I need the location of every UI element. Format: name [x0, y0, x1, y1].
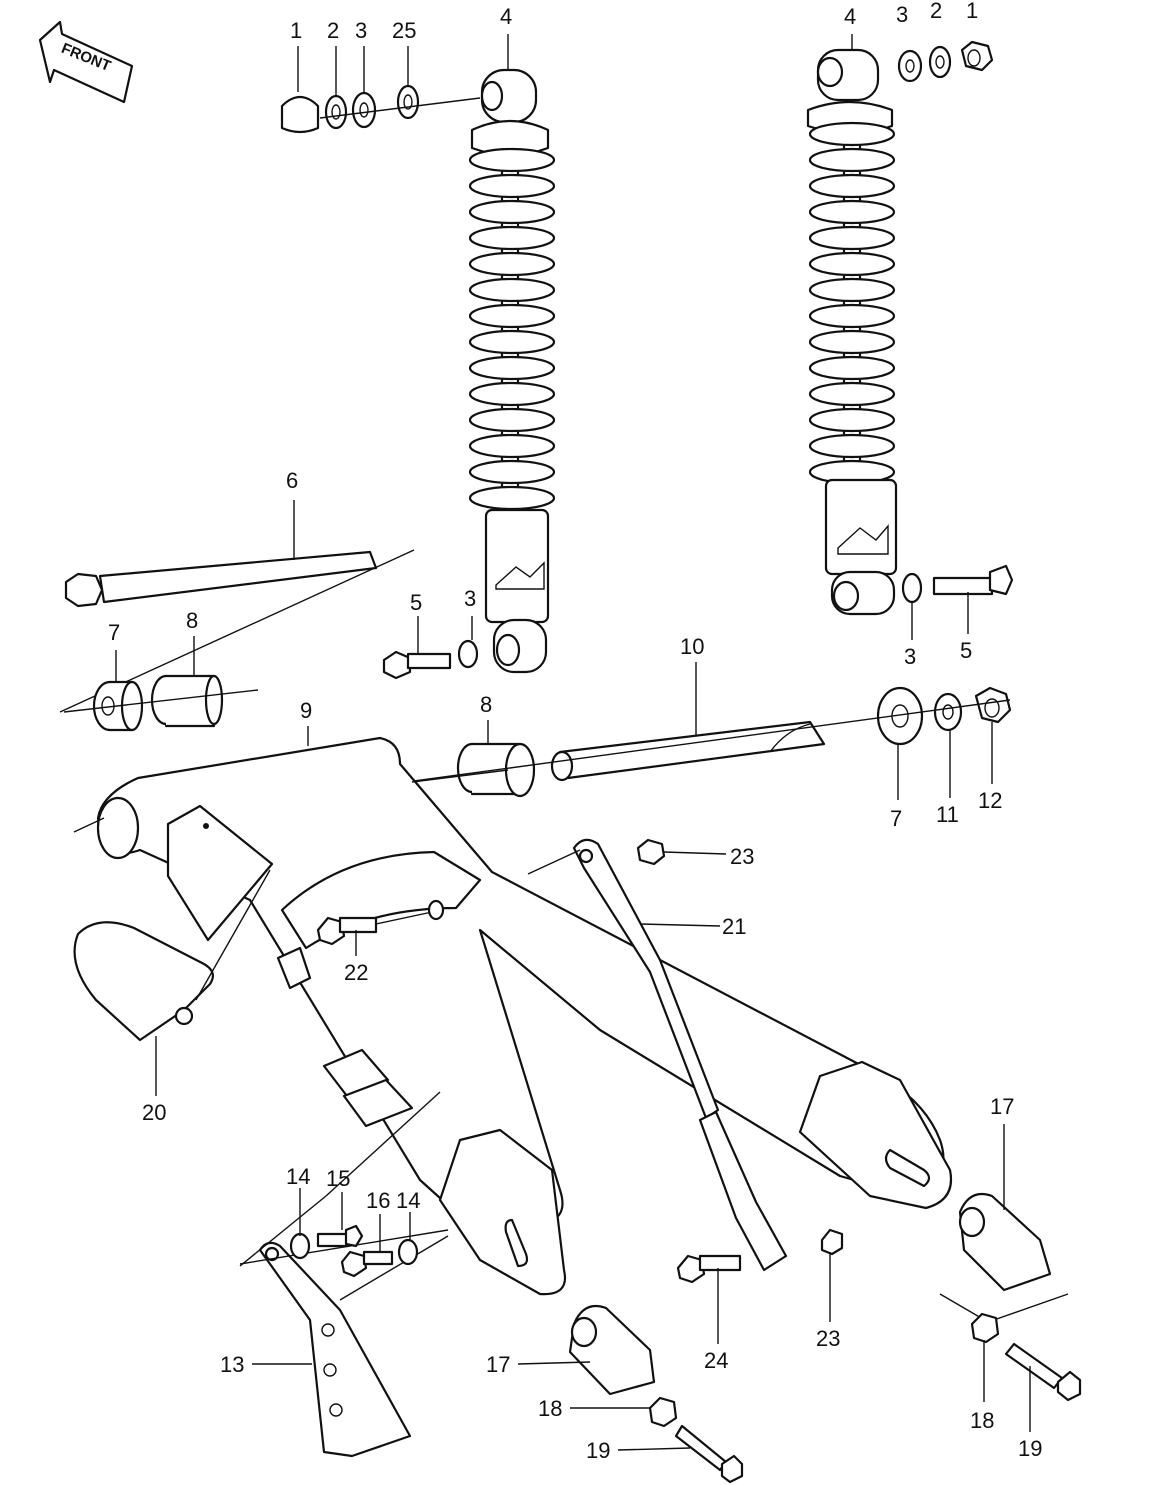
- callout-7: 7: [108, 620, 120, 645]
- sleeve-10: [550, 720, 826, 782]
- callout-12: 12: [978, 788, 1002, 813]
- callout-17: 17: [486, 1352, 510, 1377]
- callout-17: 17: [990, 1094, 1014, 1119]
- bushing-8-center: [456, 742, 536, 798]
- callout-16: 16: [366, 1188, 390, 1213]
- torque-link-21: [572, 838, 788, 1272]
- callout-15: 15: [326, 1166, 350, 1191]
- callout-13: 13: [220, 1352, 244, 1377]
- callout-21: 21: [722, 914, 746, 939]
- callout-2: 2: [327, 18, 339, 43]
- nut-12: [974, 686, 1012, 724]
- callout-14: 14: [396, 1188, 420, 1213]
- callout-7: 7: [890, 806, 902, 831]
- collar-7-right: [876, 686, 924, 746]
- chain-adjuster-17-right: [958, 1192, 1052, 1292]
- nut-23-upper: [636, 838, 666, 866]
- callout-19: 19: [1018, 1436, 1042, 1461]
- callout-6: 6: [286, 468, 298, 493]
- callout-4: 4: [500, 4, 512, 29]
- callout-3: 3: [355, 18, 367, 43]
- front-arrow-icon: FRONT: [38, 20, 134, 104]
- washer-2-left: [324, 94, 348, 130]
- screw-19-lower: [674, 1424, 744, 1484]
- washer-3-left-lower: [457, 639, 479, 669]
- washer-11: [933, 692, 963, 732]
- chain-adjuster-17-lower: [568, 1304, 656, 1396]
- callout-8: 8: [480, 692, 492, 717]
- shock-absorber-right: [806, 48, 898, 616]
- callout-5: 5: [960, 638, 972, 663]
- nut-18-right: [970, 1312, 1000, 1344]
- pivot-shaft-6: [64, 550, 378, 608]
- shock-absorber-left: [468, 68, 556, 674]
- swing-arm-9: [96, 736, 953, 1296]
- nut-18-lower: [648, 1396, 678, 1428]
- callout-1: 1: [290, 18, 302, 43]
- callout-22: 22: [344, 960, 368, 985]
- callout-3: 3: [896, 2, 908, 27]
- chain-guide-13: [258, 1241, 412, 1458]
- callout-11: 11: [936, 802, 959, 827]
- callout-3: 3: [464, 586, 476, 611]
- washer-25-left: [396, 84, 420, 120]
- washer-3-left: [351, 91, 377, 129]
- callout-19: 19: [586, 1438, 610, 1463]
- cap-nut-1-right: [960, 40, 994, 72]
- callout-1: 1: [966, 0, 978, 23]
- washer-3-right: [897, 49, 923, 83]
- callout-4: 4: [844, 4, 856, 29]
- callout-5: 5: [410, 590, 422, 615]
- callout-10: 10: [680, 634, 704, 659]
- callout-9: 9: [300, 698, 312, 723]
- washer-2-right: [928, 45, 952, 79]
- collar-7-left: [92, 680, 144, 732]
- bolt-hole-22-target: [427, 899, 445, 921]
- nut-23-lower: [820, 1228, 844, 1256]
- callout-23: 23: [816, 1326, 840, 1351]
- bolt-5-right: [932, 564, 1014, 596]
- bolt-22: [316, 916, 378, 946]
- callout-18: 18: [970, 1408, 994, 1433]
- callout-14: 14: [286, 1164, 310, 1189]
- callout-18: 18: [538, 1396, 562, 1421]
- callout-25: 25: [392, 18, 416, 43]
- washer-3-right-lower: [901, 572, 923, 604]
- washer-14-right: [397, 1238, 419, 1266]
- washer-14-left: [289, 1232, 311, 1260]
- callout-8: 8: [186, 608, 198, 633]
- callout-23: 23: [730, 844, 754, 869]
- screw-19-right: [1004, 1342, 1082, 1402]
- cap-nut-1-left: [280, 95, 320, 134]
- chain-guard-20: [73, 921, 215, 1042]
- callout-2: 2: [930, 0, 942, 23]
- callout-24: 24: [704, 1348, 728, 1373]
- callout-3: 3: [904, 644, 916, 669]
- bolt-5-left: [382, 650, 452, 680]
- bolt-16: [340, 1250, 394, 1278]
- bolt-15: [316, 1224, 364, 1248]
- bolt-24: [676, 1254, 742, 1284]
- callout-20: 20: [142, 1100, 166, 1125]
